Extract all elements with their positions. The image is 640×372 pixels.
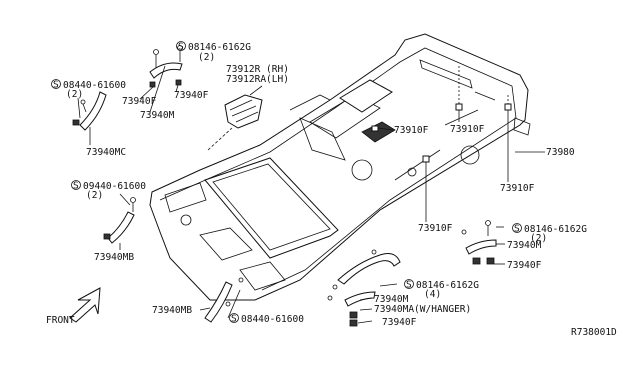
sun-visor	[207, 94, 263, 151]
clips	[371, 66, 512, 163]
label-73940m-right: 73940M	[507, 240, 542, 251]
front-label: FRONT	[46, 315, 75, 326]
label-bolt-right-qty: (2)	[530, 233, 547, 244]
label-visor-rh: 73912R (RH)	[226, 64, 289, 75]
label-73940m-top: 73940M	[140, 110, 175, 121]
assist-grip-73940mb-left	[103, 197, 136, 244]
label-screw-left-qty: (2)	[66, 89, 83, 100]
label-clip-center: 73910F	[394, 125, 429, 136]
leader-lines	[77, 65, 545, 324]
label-screw-left: 08440-61600	[63, 80, 126, 91]
label-clip-lower: 73910F	[418, 223, 453, 234]
headlining-panel	[149, 33, 531, 301]
label-headlining: 73980	[546, 147, 575, 158]
label-clip-right-mid: 73910F	[500, 183, 535, 194]
label-73940ma: 73940MA(W/HANGER)	[374, 304, 471, 315]
svg-text:S: S	[231, 314, 237, 325]
assist-grip-73940mb-bottom	[204, 277, 244, 323]
label-bolt-top-qty: (2)	[198, 52, 215, 63]
svg-text:S: S	[514, 224, 520, 235]
assist-grip-hanger	[327, 249, 401, 327]
label-screw-bottom: 08440-61600	[241, 314, 304, 325]
label-screw-mid: 09440-61600	[83, 181, 146, 192]
label-bolt-right: 08146-6162G	[524, 224, 587, 235]
label-73940f-a: 73940F	[122, 96, 157, 107]
label-73940mb-bottom: 73940MB	[152, 305, 192, 316]
assist-grip-right	[461, 220, 497, 265]
label-screw-mid-qty: (2)	[86, 190, 103, 201]
screw-symbols: S S S S S S	[51, 41, 522, 325]
front-arrow	[69, 287, 101, 323]
svg-text:S: S	[178, 42, 184, 53]
label-73940mc: 73940MC	[86, 147, 126, 158]
label-clip-right-top: 73910F	[450, 124, 485, 135]
assist-grip-73940mc	[72, 91, 107, 131]
assist-grip-top	[149, 45, 183, 88]
label-73940m-bottom: 73940M	[374, 294, 409, 305]
label-bolt-bottom-qty: (4)	[424, 289, 441, 300]
label-73940mb-left: 73940MB	[94, 252, 134, 263]
label-73940f-b: 73940F	[174, 90, 209, 101]
label-73940f-bottom: 73940F	[382, 317, 417, 328]
svg-text:S: S	[73, 181, 79, 192]
svg-text:S: S	[406, 280, 412, 291]
part-labels: 08146-6162G (2) 73940F 73940F 73940M 739…	[46, 42, 617, 338]
label-visor-lh: 73912RA(LH)	[226, 74, 289, 85]
label-bolt-top: 08146-6162G	[188, 42, 251, 53]
label-73940f-right: 73940F	[507, 260, 542, 271]
svg-text:S: S	[53, 80, 59, 91]
figure-id: R738001D	[571, 327, 617, 338]
label-bolt-bottom: 08146-6162G	[416, 280, 479, 291]
